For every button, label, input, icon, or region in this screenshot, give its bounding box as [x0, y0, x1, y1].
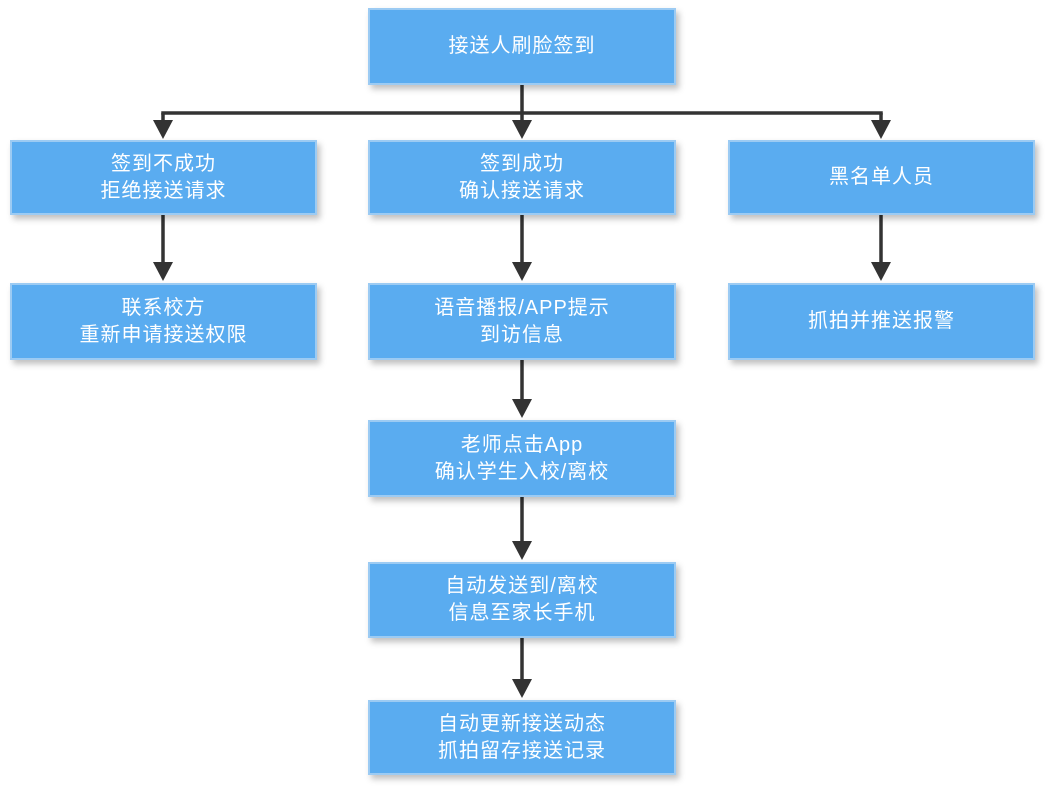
edge-notify-record: [512, 638, 532, 698]
edge-blacklist-alarm: [871, 215, 891, 281]
node-voice-broadcast: 语音播报/APP提示 到访信息: [368, 283, 676, 360]
node-label-line: 签到成功: [480, 152, 564, 175]
edge-fail-contact: [153, 215, 173, 281]
node-blacklist: 黑名单人员: [728, 140, 1035, 215]
node-label-line: 确认学生入校/离校: [434, 460, 610, 483]
edge-checkin-branch: [161, 85, 883, 115]
node-label-line: 重新申请接送权限: [79, 323, 248, 346]
node-checkin-fail: 签到不成功 拒绝接送请求: [10, 140, 317, 215]
edge-checkin-blacklist: [871, 113, 891, 139]
node-notify-parents: 自动发送到/离校 信息至家长手机: [368, 562, 676, 638]
node-label-line: 信息至家长手机: [448, 602, 596, 624]
node-label-line: 老师点击App: [460, 433, 584, 456]
edge-checkin-success: [512, 113, 532, 139]
node-label-line: 语音播报/APP提示: [434, 296, 610, 319]
edge-teacher-notify: [512, 497, 532, 560]
node-capture-alarm: 抓拍并推送报警: [728, 283, 1035, 360]
node-label-line: 自动更新接送动态: [438, 712, 606, 735]
node-label-line: 联系校方: [121, 296, 206, 319]
node-label-line: 确认接送请求: [459, 179, 585, 202]
node-label-line: 接送人刷脸签到: [448, 35, 596, 57]
node-teacher-confirm: 老师点击App 确认学生入校/离校: [368, 420, 676, 497]
edge-voice-teacher: [512, 360, 532, 418]
node-contact-school: 联系校方 重新申请接送权限: [10, 283, 317, 360]
node-label-line: 自动发送到/离校: [445, 575, 599, 597]
node-update-record: 自动更新接送动态 抓拍留存接送记录: [368, 700, 676, 775]
node-label-line: 到访信息: [480, 323, 564, 346]
edge-checkin-fail: [153, 113, 173, 139]
edge-success-voice: [512, 215, 532, 281]
node-label-line: 抓拍并推送报警: [808, 310, 955, 332]
node-label-line: 抓拍留存接送记录: [438, 739, 606, 762]
node-checkin-success: 签到成功 确认接送请求: [368, 140, 676, 215]
node-checkin: 接送人刷脸签到: [368, 8, 676, 85]
node-label-line: 黑名单人员: [829, 166, 934, 188]
node-label-line: 签到不成功: [111, 152, 216, 175]
node-label-line: 拒绝接送请求: [100, 179, 227, 202]
